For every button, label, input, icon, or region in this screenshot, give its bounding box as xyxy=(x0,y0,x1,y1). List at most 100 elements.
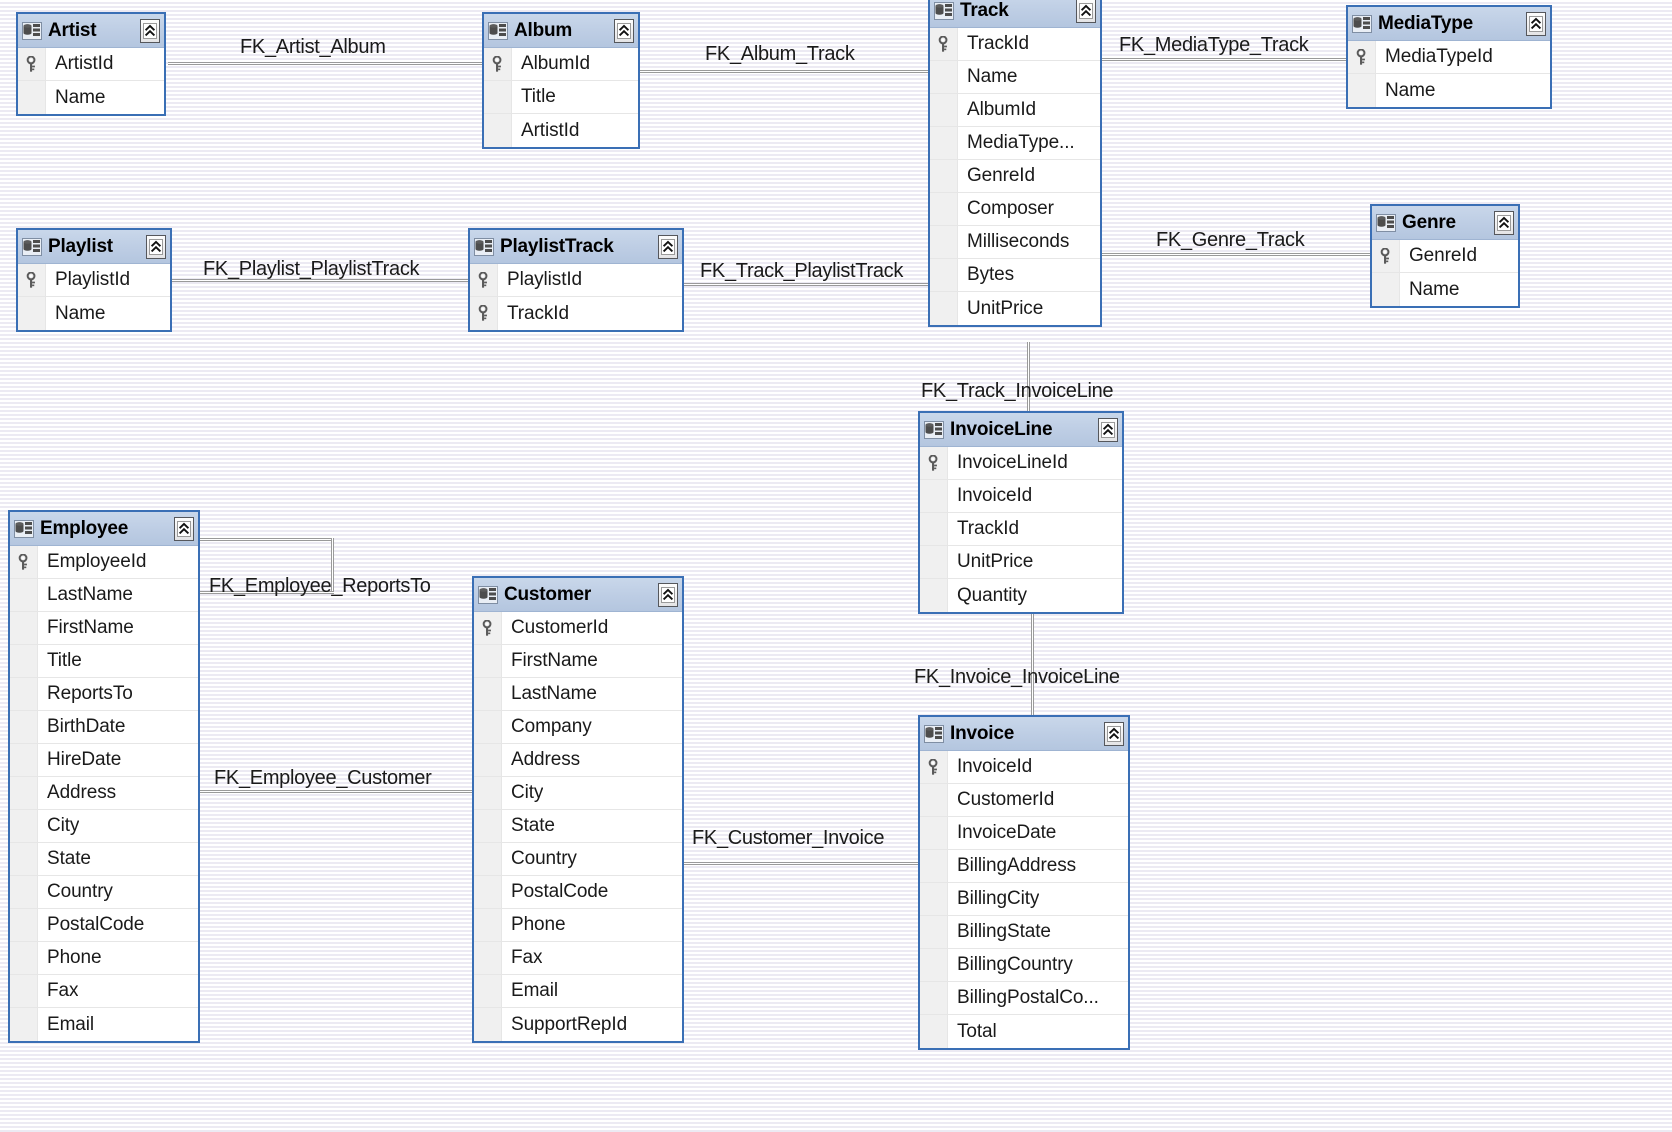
column-row[interactable]: Title xyxy=(10,645,198,678)
column-row[interactable]: Name xyxy=(1348,74,1550,107)
column-row[interactable]: Phone xyxy=(10,942,198,975)
column-row[interactable]: Address xyxy=(10,777,198,810)
table-header-invoiceline[interactable]: InvoiceLine xyxy=(920,413,1122,447)
column-row[interactable]: Name xyxy=(18,81,164,114)
column-row[interactable]: Name xyxy=(1372,273,1518,306)
column-row[interactable]: TrackId xyxy=(470,297,682,330)
column-row[interactable]: AlbumId xyxy=(930,94,1100,127)
column-row[interactable]: State xyxy=(10,843,198,876)
column-row[interactable]: Name xyxy=(930,61,1100,94)
collapse-button-album[interactable] xyxy=(614,18,634,43)
column-row[interactable]: InvoiceId xyxy=(920,751,1128,784)
column-row[interactable]: Address xyxy=(474,744,682,777)
column-row[interactable]: Country xyxy=(474,843,682,876)
relationship-line-fk-track-playlisttrack[interactable] xyxy=(684,283,930,286)
relationship-line-fk-customer-invoice[interactable] xyxy=(684,862,920,865)
column-row[interactable]: Phone xyxy=(474,909,682,942)
column-row[interactable]: FirstName xyxy=(474,645,682,678)
relationship-line-fk-employee-customer[interactable] xyxy=(199,790,475,793)
column-row[interactable]: SupportRepId xyxy=(474,1008,682,1041)
column-row[interactable]: PlaylistId xyxy=(18,264,170,297)
table-header-employee[interactable]: Employee xyxy=(10,512,198,546)
collapse-button-track[interactable] xyxy=(1076,0,1096,23)
column-row[interactable]: PostalCode xyxy=(10,909,198,942)
relationship-line-fk-artist-album[interactable] xyxy=(168,62,484,65)
column-row[interactable]: Email xyxy=(474,975,682,1008)
column-row[interactable]: Country xyxy=(10,876,198,909)
column-row[interactable]: Fax xyxy=(474,942,682,975)
collapse-button-playlist[interactable] xyxy=(146,234,166,259)
column-row[interactable]: Total xyxy=(920,1015,1128,1048)
column-row[interactable]: GenreId xyxy=(1372,240,1518,273)
column-row[interactable]: Bytes xyxy=(930,259,1100,292)
column-row[interactable]: ArtistId xyxy=(484,114,638,147)
relationship-line-fk-mediatype-track[interactable] xyxy=(1102,58,1348,61)
column-row[interactable]: PostalCode xyxy=(474,876,682,909)
column-row[interactable]: UnitPrice xyxy=(920,546,1122,579)
column-row[interactable]: Title xyxy=(484,81,638,114)
table-header-playlisttrack[interactable]: PlaylistTrack xyxy=(470,230,682,264)
table-header-album[interactable]: Album xyxy=(484,14,638,48)
column-row[interactable]: Name xyxy=(18,297,170,330)
column-row[interactable]: GenreId xyxy=(930,160,1100,193)
column-row[interactable]: BillingState xyxy=(920,916,1128,949)
relationship-line-fk-genre-track[interactable] xyxy=(1102,253,1372,256)
column-row[interactable]: TrackId xyxy=(930,28,1100,61)
column-row[interactable]: CustomerId xyxy=(474,612,682,645)
collapse-button-genre[interactable] xyxy=(1494,210,1514,235)
column-row[interactable]: Company xyxy=(474,711,682,744)
table-header-artist[interactable]: Artist xyxy=(18,14,164,48)
relationship-line-fk-invoice-invoiceline[interactable] xyxy=(1031,612,1034,716)
column-row[interactable]: Quantity xyxy=(920,579,1122,612)
table-header-customer[interactable]: Customer xyxy=(474,578,682,612)
column-row[interactable]: InvoiceLineId xyxy=(920,447,1122,480)
relationship-line-fk-playlist-playlisttrack[interactable] xyxy=(172,279,470,282)
collapse-button-playlisttrack[interactable] xyxy=(658,234,678,259)
relationship-line-fk-track-invoiceline[interactable] xyxy=(1027,342,1030,412)
column-row[interactable]: CustomerId xyxy=(920,784,1128,817)
column-row[interactable]: FirstName xyxy=(10,612,198,645)
collapse-button-invoice[interactable] xyxy=(1104,721,1124,746)
collapse-button-mediatype[interactable] xyxy=(1526,11,1546,36)
column-row[interactable]: TrackId xyxy=(920,513,1122,546)
collapse-button-employee[interactable] xyxy=(174,516,194,541)
column-row[interactable]: Composer xyxy=(930,193,1100,226)
column-row[interactable]: BillingCity xyxy=(920,883,1128,916)
table-header-track[interactable]: Track xyxy=(930,0,1100,28)
relationship-line-fk-employee-reportsto-right[interactable] xyxy=(331,538,334,594)
table-header-playlist[interactable]: Playlist xyxy=(18,230,170,264)
column-row[interactable]: InvoiceDate xyxy=(920,817,1128,850)
column-row[interactable]: ArtistId xyxy=(18,48,164,81)
collapse-button-artist[interactable] xyxy=(140,18,160,43)
column-row[interactable]: Milliseconds xyxy=(930,226,1100,259)
collapse-button-invoiceline[interactable] xyxy=(1098,417,1118,442)
relationship-line-fk-album-track[interactable] xyxy=(640,70,930,73)
table-header-invoice[interactable]: Invoice xyxy=(920,717,1128,751)
column-row[interactable]: LastName xyxy=(474,678,682,711)
column-row[interactable]: BillingPostalCo... xyxy=(920,982,1128,1015)
table-header-mediatype[interactable]: MediaType xyxy=(1348,7,1550,41)
relationship-line-fk-employee-reportsto-bottom[interactable] xyxy=(199,591,334,594)
column-row[interactable]: MediaType... xyxy=(930,127,1100,160)
column-row[interactable]: HireDate xyxy=(10,744,198,777)
column-row[interactable]: State xyxy=(474,810,682,843)
column-row[interactable]: BirthDate xyxy=(10,711,198,744)
column-row[interactable]: PlaylistId xyxy=(470,264,682,297)
table-header-genre[interactable]: Genre xyxy=(1372,206,1518,240)
column-row[interactable]: AlbumId xyxy=(484,48,638,81)
column-row[interactable]: ReportsTo xyxy=(10,678,198,711)
column-row[interactable]: Fax xyxy=(10,975,198,1008)
column-row[interactable]: City xyxy=(10,810,198,843)
column-row[interactable]: EmployeeId xyxy=(10,546,198,579)
column-row[interactable]: Email xyxy=(10,1008,198,1041)
